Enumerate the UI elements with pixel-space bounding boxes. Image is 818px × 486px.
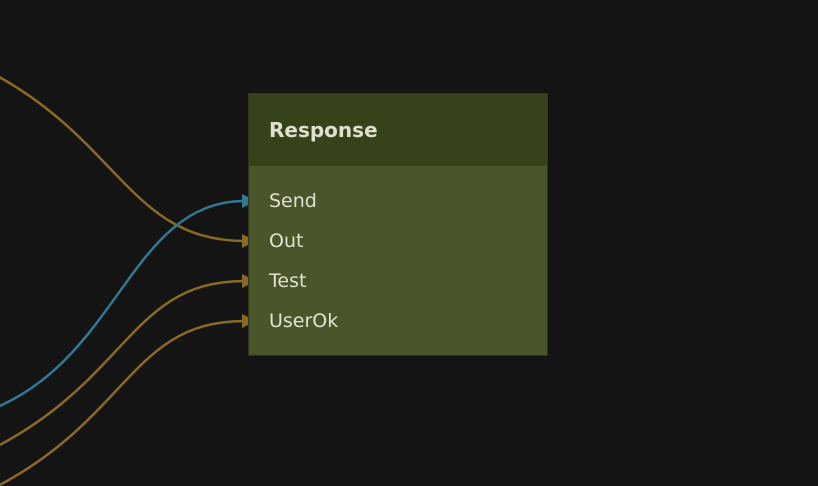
input-port-userok[interactable]: UserOk — [269, 310, 339, 332]
wire-test[interactable] — [0, 279, 246, 450]
input-port-out[interactable]: Out — [269, 230, 304, 252]
wire-userok[interactable] — [0, 319, 246, 486]
input-port-test[interactable]: Test — [269, 270, 307, 292]
wire-send[interactable] — [0, 199, 246, 410]
node-header[interactable]: Response — [249, 94, 547, 166]
response-node[interactable]: Response Send Out Test UserOk — [248, 93, 548, 356]
wire-out[interactable] — [0, 72, 246, 243]
input-port-send[interactable]: Send — [269, 190, 317, 212]
node-title: Response — [269, 118, 378, 142]
